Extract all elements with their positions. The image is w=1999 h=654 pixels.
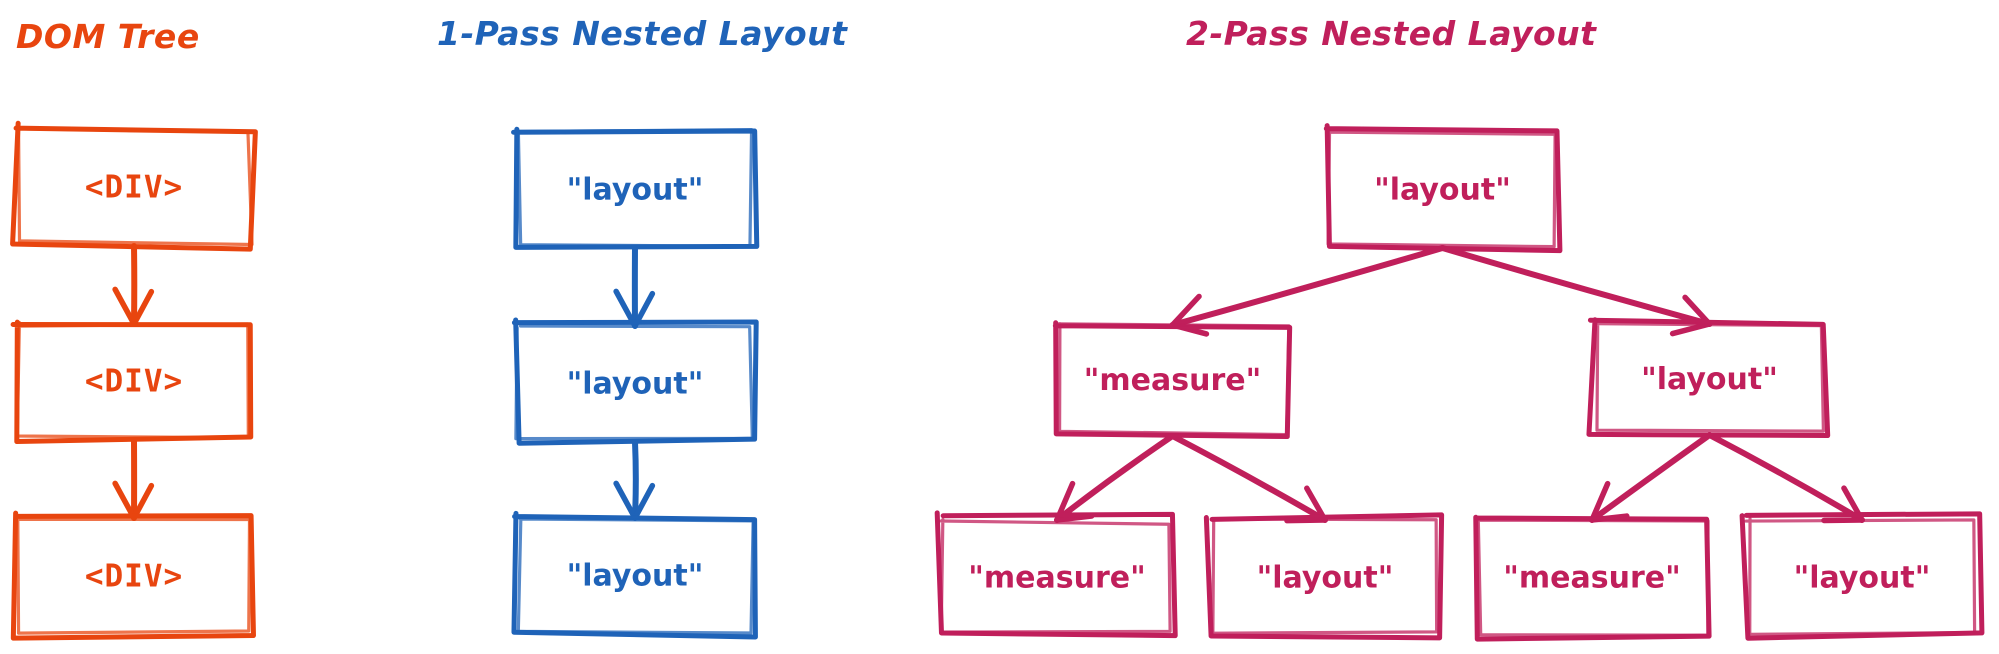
node-box-outline-inner <box>514 324 754 441</box>
node-label: <DIV> <box>85 559 183 595</box>
node-box-outline-inner <box>1056 322 1291 437</box>
edge-two-m-r-to-two-b-4 <box>1706 432 1865 524</box>
node-label: "layout" <box>567 367 704 402</box>
node-label: "measure" <box>1503 561 1680 596</box>
node-box-outline-inner <box>1476 515 1710 637</box>
node-label: <DIV> <box>85 364 183 400</box>
node-box-outline <box>1203 512 1445 641</box>
node-box-outline-inner <box>939 518 1172 634</box>
node-dom-2[interactable]: <DIV> <box>10 319 254 445</box>
edge-one-1-to-one-2 <box>613 245 656 329</box>
node-box-outline <box>511 510 758 640</box>
panel-one-pass: 1-Pass Nested Layout "layout" "layout" "lay… <box>437 14 848 640</box>
node-box-outline-inner <box>1592 320 1825 433</box>
edge-two-root-to-two-m-l <box>1169 245 1446 337</box>
edge-dom-2-to-dom-3 <box>112 437 155 521</box>
edge-two-m-l-to-two-b-2 <box>1169 433 1328 524</box>
panel-heading-two-pass: 2-Pass Nested Layout <box>1186 14 1597 53</box>
node-box-outline <box>1473 514 1712 642</box>
node-label: "measure" <box>968 561 1145 596</box>
node-two-m-r[interactable]: "layout" <box>1586 317 1831 438</box>
edge-one-2-to-one-3 <box>613 439 656 521</box>
node-two-b-2[interactable]: "layout" <box>1203 512 1445 641</box>
node-label: "layout" <box>567 173 704 208</box>
edge-two-m-l-to-two-b-1 <box>1054 433 1176 523</box>
node-one-2[interactable]: "layout" <box>511 317 759 446</box>
panel-heading-one-pass: 1-Pass Nested Layout <box>437 14 848 53</box>
node-box-outline <box>1586 317 1831 438</box>
panel-two-pass: 2-Pass Nested Layout "layout" "measure" "la… <box>934 14 1985 642</box>
node-box-outline-inner <box>1211 517 1439 635</box>
edge-dom-1-to-dom-2 <box>112 243 155 327</box>
node-label: "layout" <box>567 559 704 594</box>
node-box-outline-inner <box>1326 129 1557 249</box>
node-box-outline-inner <box>15 127 254 247</box>
node-label: "layout" <box>1374 173 1511 208</box>
node-label: "layout" <box>1794 561 1931 596</box>
node-two-root[interactable]: "layout" <box>1323 123 1563 254</box>
node-box-outline-inner <box>516 128 754 248</box>
node-box-outline-inner <box>1744 517 1977 636</box>
node-two-b-3[interactable]: "measure" <box>1473 514 1712 642</box>
node-one-1[interactable]: "layout" <box>511 126 760 250</box>
node-label: "layout" <box>1641 362 1778 397</box>
node-label: "layout" <box>1257 561 1394 596</box>
node-two-m-l[interactable]: "measure" <box>1052 320 1293 440</box>
node-box-outline-inner <box>516 515 755 635</box>
edge-two-m-r-to-two-b-3 <box>1589 432 1713 523</box>
node-one-3[interactable]: "layout" <box>511 510 758 640</box>
node-box-outline <box>934 510 1178 639</box>
node-label: <DIV> <box>85 170 183 206</box>
node-dom-3[interactable]: <DIV> <box>10 510 256 641</box>
node-box-outline <box>1052 320 1293 440</box>
node-two-b-1[interactable]: "measure" <box>934 510 1178 639</box>
panel-dom-tree: DOM Tree <DIV> <DIV> <DIV> <box>10 17 258 641</box>
node-label: "measure" <box>1084 363 1261 398</box>
node-box-outline-inner <box>15 321 250 440</box>
node-box-outline-inner <box>16 514 252 635</box>
node-box-outline <box>1739 511 1985 641</box>
node-dom-1[interactable]: <DIV> <box>10 120 258 252</box>
node-two-b-4[interactable]: "layout" <box>1739 511 1985 641</box>
node-box-outline <box>511 317 759 446</box>
node-box-outline <box>10 510 256 641</box>
panel-heading-dom-tree: DOM Tree <box>16 17 200 56</box>
